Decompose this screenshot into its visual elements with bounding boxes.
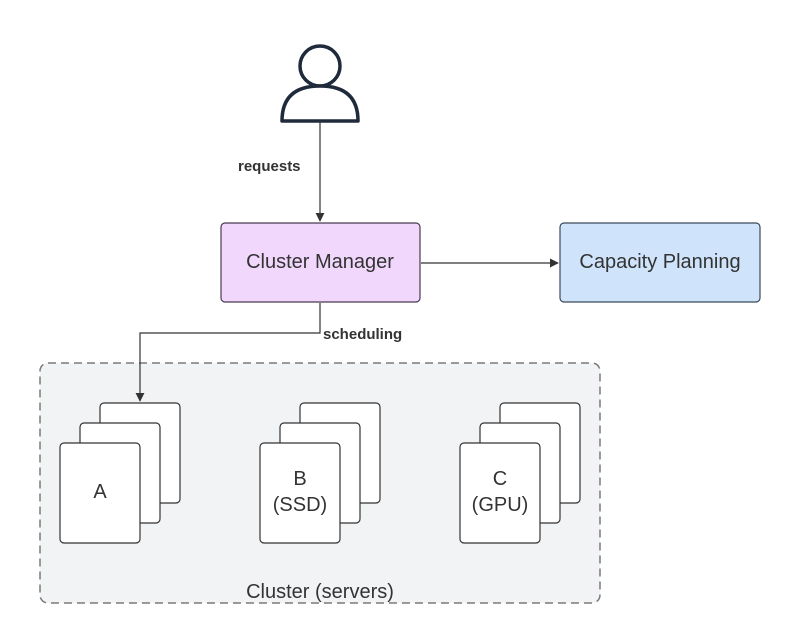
server-card-front [59,442,141,544]
capacity-planning-box [559,222,761,303]
scheduling-label: scheduling [323,326,402,343]
capacity-planning-label: Capacity Planning [579,251,740,273]
person-body [280,84,360,123]
scheduling-arrow [135,303,321,402]
cluster-label: Cluster (servers) [246,581,394,603]
person-icon [280,44,360,123]
cluster-manager-box [220,222,421,303]
server-label-line2: (SSD) [273,494,327,516]
scheduling-edge: scheduling [135,303,402,402]
server-label-line1: B [293,468,306,490]
server-label-line2: (GPU) [472,494,529,516]
person-head [298,44,342,88]
server-stack-c: C (GPU) [459,402,581,544]
server-stack-a: A [59,402,181,544]
server-card-front [259,442,341,544]
server-card-front [459,442,541,544]
capacity-planning-node: Capacity Planning [559,222,761,303]
cluster-manager-label: Cluster Manager [246,251,394,273]
server-label-line1: C [493,468,507,490]
server-label-line1: A [93,481,107,503]
requests-label: requests [238,158,301,175]
requests-edge: requests [238,122,325,222]
server-stack-b: B (SSD) [259,402,381,544]
cluster-manager-node: Cluster Manager [220,222,421,303]
